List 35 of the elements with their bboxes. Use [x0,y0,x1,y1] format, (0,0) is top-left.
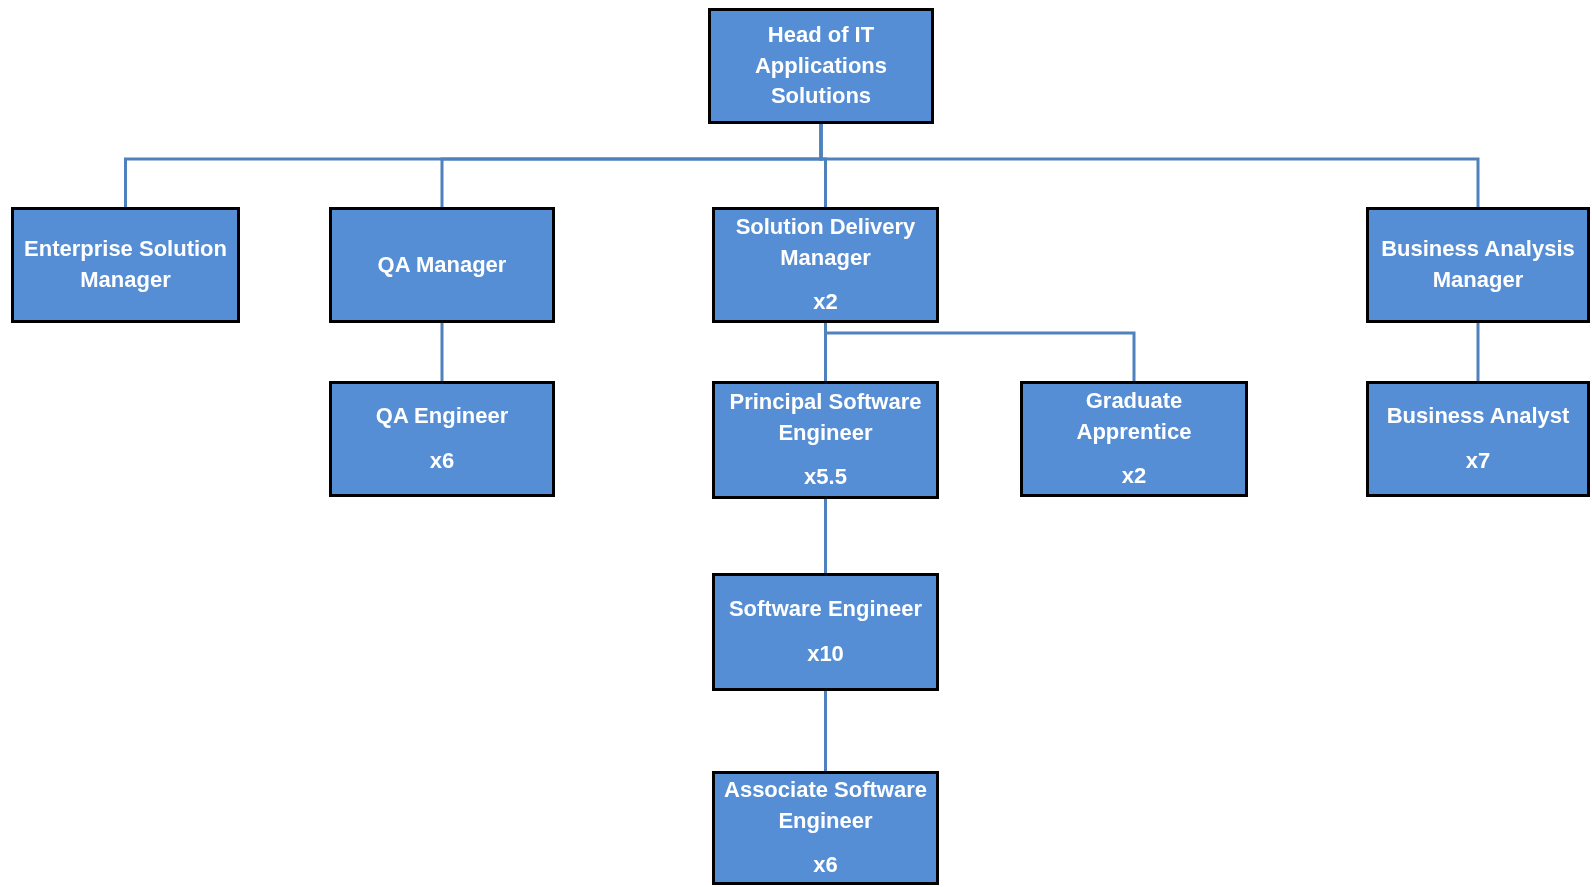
connector-line [1476,323,1480,381]
role-title: QA Manager [377,250,507,279]
role-box [712,207,939,323]
role-box [11,207,240,323]
headcount-label: x2 [1121,462,1147,491]
role-title: Graduate Apprentice [1075,386,1193,446]
role-title: QA Engineer [375,402,509,431]
role-title: Business Analyst [1386,402,1570,431]
connector-line [819,124,1480,207]
role-box [329,207,555,323]
headcount-label: x7 [1465,447,1491,475]
role-box [712,771,939,885]
role-title: Associate Software Engineer [723,775,928,835]
headcount-label: x6 [813,851,838,880]
role-title: Business Analysis Manager [1380,235,1576,294]
role-title: Solution Delivery Manager [734,212,917,272]
connector-line [440,323,444,381]
role-box [712,573,939,691]
headcount-label: x5.5 [804,463,847,492]
role-title: Head of IT Applications Solutions [754,20,888,111]
connector-line [824,323,1136,381]
role-box [712,381,939,499]
headcount-label: x10 [807,640,844,668]
role-box [329,381,555,497]
role-title: Principal Software Engineer [728,387,923,447]
headcount-label: x6 [429,447,455,475]
role-box [708,8,934,124]
role-title: Enterprise Solution Manager [23,235,228,294]
role-box [1366,381,1590,497]
role-title: Software Engineer [728,595,923,624]
connector-line [824,691,827,771]
headcount-label: x2 [813,288,838,317]
connector-line [824,499,827,573]
role-box [1366,207,1590,323]
role-box [1020,381,1248,497]
